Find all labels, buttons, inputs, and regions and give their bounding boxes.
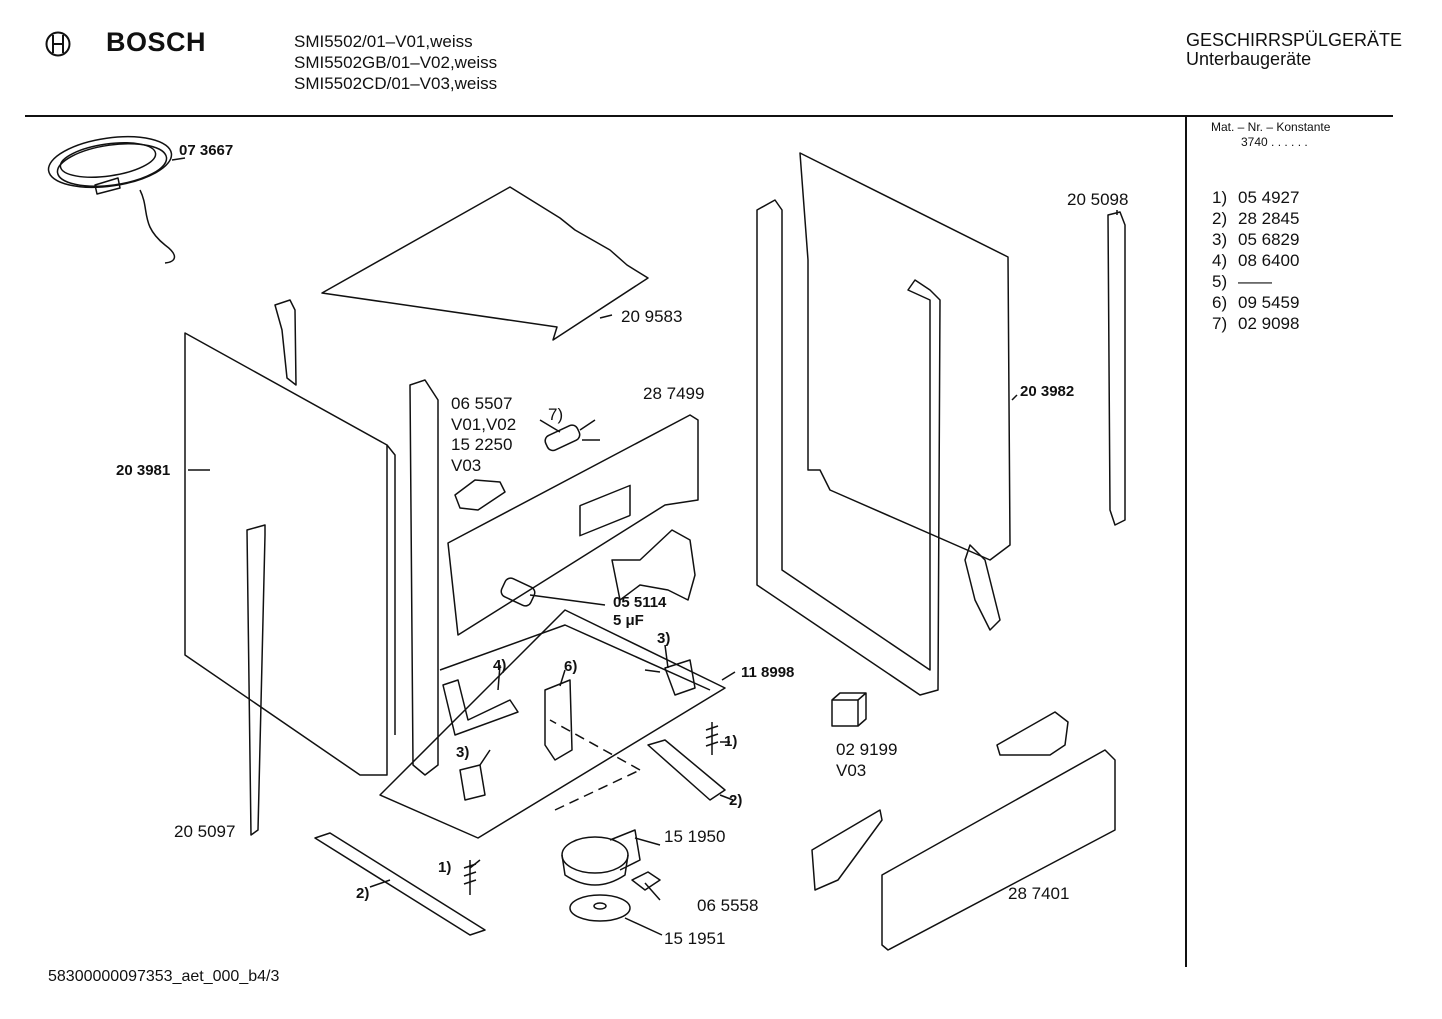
screw-1-upper — [705, 722, 719, 755]
y-duct — [611, 529, 696, 601]
parts-row: 6) 09 5459 — [1212, 292, 1299, 313]
exploded-parts-drawing — [47, 135, 1126, 951]
category-title: GESCHIRRSPÜLGERÄTE — [1186, 30, 1403, 50]
bracket-right — [996, 711, 1069, 756]
part-number: 02 9098 — [1238, 314, 1300, 333]
callout-152250: 15 2250 — [451, 435, 513, 454]
door-frame — [756, 199, 941, 696]
callout-203981: 20 3981 — [116, 462, 171, 479]
part-number: 08 6400 — [1238, 251, 1300, 270]
front-frame-strip — [409, 379, 439, 776]
callout-287499: 28 7499 — [643, 384, 705, 403]
callout-065558: 06 5558 — [697, 896, 759, 915]
callout-3: 3) — [456, 744, 470, 761]
callout-118998: 11 8998 — [741, 664, 795, 681]
kick-plate — [881, 749, 1116, 951]
brand-name: BOSCH — [106, 27, 207, 57]
part-number: 09 5459 — [1238, 293, 1300, 312]
connector-065558 — [631, 871, 661, 891]
rail-2-upper — [647, 739, 726, 801]
rear-panel — [799, 152, 1011, 561]
parts-row: 5) —— — [1212, 271, 1299, 292]
callout-3: 3) — [657, 630, 671, 647]
left-vertical-profile — [274, 299, 297, 386]
sidebar-divider — [1185, 117, 1187, 967]
part-number: 05 6829 — [1238, 230, 1300, 249]
callout-203982: 20 3982 — [1020, 383, 1075, 400]
part-index: 6) — [1212, 293, 1228, 312]
screw-1-lower — [463, 860, 477, 895]
part-index: 5) — [1212, 272, 1228, 291]
callout-055114: 05 5114 — [613, 594, 667, 611]
model-line: SMI5502CD/01–V03,weiss — [294, 74, 498, 93]
bracket-6 — [544, 679, 573, 761]
callout-variant: V03 — [451, 456, 482, 475]
callout-151950: 15 1950 — [664, 827, 726, 846]
model-line: SMI5502/01–V01,weiss — [294, 32, 473, 51]
disc-icon — [569, 894, 631, 922]
parts-list: 1)05 4927 2)28 2845 3)05 6829 4)08 6400 … — [1212, 187, 1299, 334]
callout-6: 6) — [564, 658, 578, 675]
rail-2-lower — [314, 832, 486, 936]
header-divider — [25, 115, 1393, 117]
callout-capacitance: 5 μF — [613, 612, 644, 629]
part-index: 4) — [1212, 251, 1228, 270]
callout-205098: 20 5098 — [1067, 190, 1129, 209]
callout-065507: 06 5507 — [451, 394, 513, 413]
part-number: —— — [1238, 272, 1272, 291]
mat-value: 3740 . . . . . . — [1241, 135, 1308, 149]
callout-variant: V01,V02 — [451, 415, 517, 434]
control-panel — [447, 414, 699, 636]
callout-4: 4) — [493, 657, 507, 674]
material-constant: Mat. – Nr. – Konstante 3740 . . . . . . — [1211, 120, 1330, 150]
part-index: 1) — [1212, 188, 1228, 207]
model-line: SMI5502GB/01–V02,weiss — [294, 53, 498, 72]
pump-icon — [561, 829, 641, 886]
part-index: 7) — [1212, 314, 1228, 333]
category-subtitle: Unterbaugeräte — [1186, 49, 1312, 69]
bosch-logo-icon — [45, 31, 71, 57]
clip-3-upper — [664, 659, 696, 696]
callout-2: 2) — [356, 885, 370, 902]
callout-2: 2) — [729, 792, 743, 809]
mat-label: Mat. – Nr. – Konstante — [1211, 120, 1331, 134]
parts-row: 3) 05 6829 — [1212, 229, 1299, 250]
callout-205097: 20 5097 — [174, 822, 236, 841]
callout-287401: 28 7401 — [1008, 884, 1070, 903]
part-number: 05 4927 — [1238, 188, 1300, 207]
parts-row: 1) 05 4927 — [1212, 187, 1299, 208]
category: GESCHIRRSPÜLGERÄTE Unterbaugeräte — [1186, 31, 1402, 69]
callout-073667: 07 3667 — [179, 142, 234, 159]
callout-151951: 15 1951 — [664, 929, 726, 948]
part-index: 2) — [1212, 209, 1228, 228]
document-id: 58300000097353_aet_000_b4/3 — [48, 968, 280, 985]
callout-209583: 20 9583 — [621, 307, 683, 326]
base-frame — [379, 609, 726, 839]
bracket-4 — [442, 679, 519, 736]
parts-row: 2) 28 2845 — [1212, 208, 1299, 229]
power-cord-icon — [47, 135, 176, 264]
connector-065507 — [454, 479, 506, 511]
edge-strip-205098 — [1107, 211, 1126, 526]
parts-row: 4) 08 6400 — [1212, 250, 1299, 271]
callout-variant: V03 — [836, 761, 867, 780]
top-cover-panel — [321, 186, 649, 341]
relay-icon — [831, 692, 867, 727]
callout-7: 7) — [548, 405, 564, 424]
parts-row: 7) 02 9098 — [1212, 313, 1299, 334]
part-index: 3) — [1212, 230, 1228, 249]
bracket-left-lower — [811, 809, 883, 891]
capacitor-icon — [500, 419, 600, 607]
callout-1: 1) — [724, 733, 738, 750]
part-number: 28 2845 — [1238, 209, 1300, 228]
edge-strip-205097 — [246, 524, 266, 836]
left-side-panel — [184, 332, 388, 776]
model-list: SMI5502/01–V01,weiss SMI5502GB/01–V02,we… — [294, 31, 497, 94]
clip-3-lower — [459, 764, 486, 801]
callout-029199: 02 9199 — [836, 740, 898, 759]
callout-1: 1) — [438, 859, 452, 876]
